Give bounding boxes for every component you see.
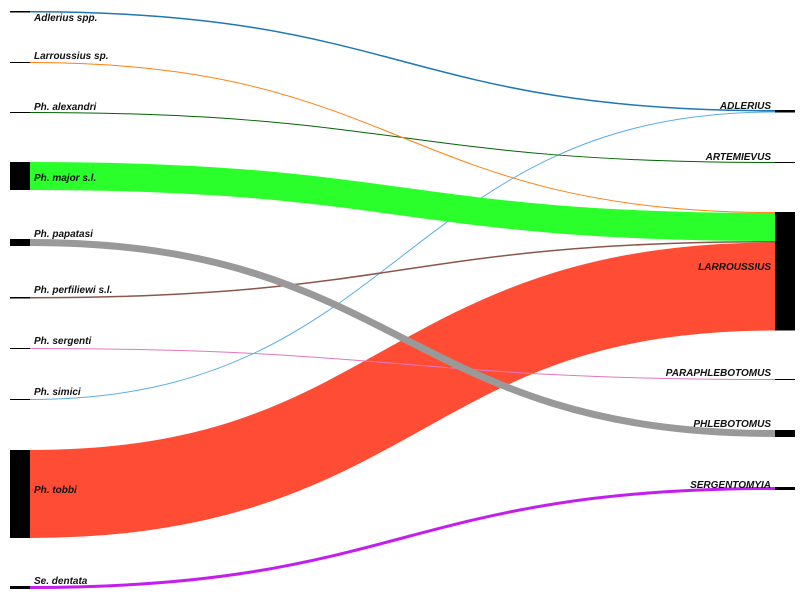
links-group (29, 11, 776, 589)
target-label-larroussius: LARROUSSIUS (698, 262, 771, 273)
source-label-ph-tobbi: Ph. tobbi (34, 485, 77, 496)
source-label-ph-major-s-l: Ph. major s.l. (34, 173, 96, 184)
source-node-larroussius-sp (10, 62, 30, 63)
target-node-paraphlebotomus (775, 379, 795, 380)
source-label-ph-sergenti: Ph. sergenti (34, 336, 91, 347)
link-ph-papatasi-to-phlebotomus (29, 239, 776, 437)
link-ph-perfiliewi-s-l-to-larroussius (29, 241, 776, 299)
link-adlerius-spp-to-adlerius (29, 11, 776, 112)
source-label-larroussius-sp: Larroussius sp. (34, 51, 108, 62)
target-node-sergentomyia (775, 487, 795, 490)
link-ph-simici-to-adlerius (29, 111, 776, 400)
source-node-ph-tobbi (10, 450, 30, 538)
link-ph-tobbi-to-larroussius (29, 242, 776, 538)
source-node-ph-papatasi (10, 239, 30, 246)
target-node-phlebotomus (775, 430, 795, 437)
target-label-paraphlebotomus: PARAPHLEBOTOMUS (666, 368, 772, 379)
link-larroussius-sp-to-larroussius (29, 62, 776, 213)
source-label-se-dentata: Se. dentata (34, 576, 88, 587)
link-ph-sergenti-to-paraphlebotomus (29, 348, 776, 380)
target-node-artemievus (775, 162, 795, 163)
source-label-ph-papatasi: Ph. papatasi (34, 229, 93, 240)
source-node-ph-major-s-l (10, 162, 30, 190)
source-node-ph-simici (10, 399, 30, 400)
source-node-ph-perfiliewi-s-l (10, 297, 30, 299)
source-node-ph-alexandri (10, 112, 30, 113)
source-node-adlerius-spp (10, 11, 30, 13)
labels-group: Adlerius spp. Larroussius sp. Ph. alexandr… (33, 13, 771, 587)
source-label-ph-alexandri: Ph. alexandri (34, 102, 96, 113)
link-se-dentata-to-sergentomyia (29, 487, 776, 589)
source-label-adlerius-spp: Adlerius spp. (33, 13, 97, 24)
source-node-se-dentata (10, 586, 30, 589)
target-label-artemievus: ARTEMIEVUS (705, 152, 772, 163)
target-node-larroussius (775, 212, 795, 331)
source-label-ph-simici: Ph. simici (34, 387, 81, 398)
target-label-sergentomyia: SERGENTOMYIA (690, 480, 771, 491)
target-label-phlebotomus: PHLEBOTOMUS (693, 419, 771, 430)
source-node-ph-sergenti (10, 348, 30, 349)
link-ph-major-s-l-to-larroussius (29, 162, 776, 241)
source-label-ph-perfiliewi-s-l: Ph. perfiliewi s.l. (34, 285, 112, 296)
target-label-adlerius: ADLERIUS (719, 101, 771, 112)
nodes-group (10, 11, 795, 589)
target-node-adlerius (775, 110, 795, 113)
